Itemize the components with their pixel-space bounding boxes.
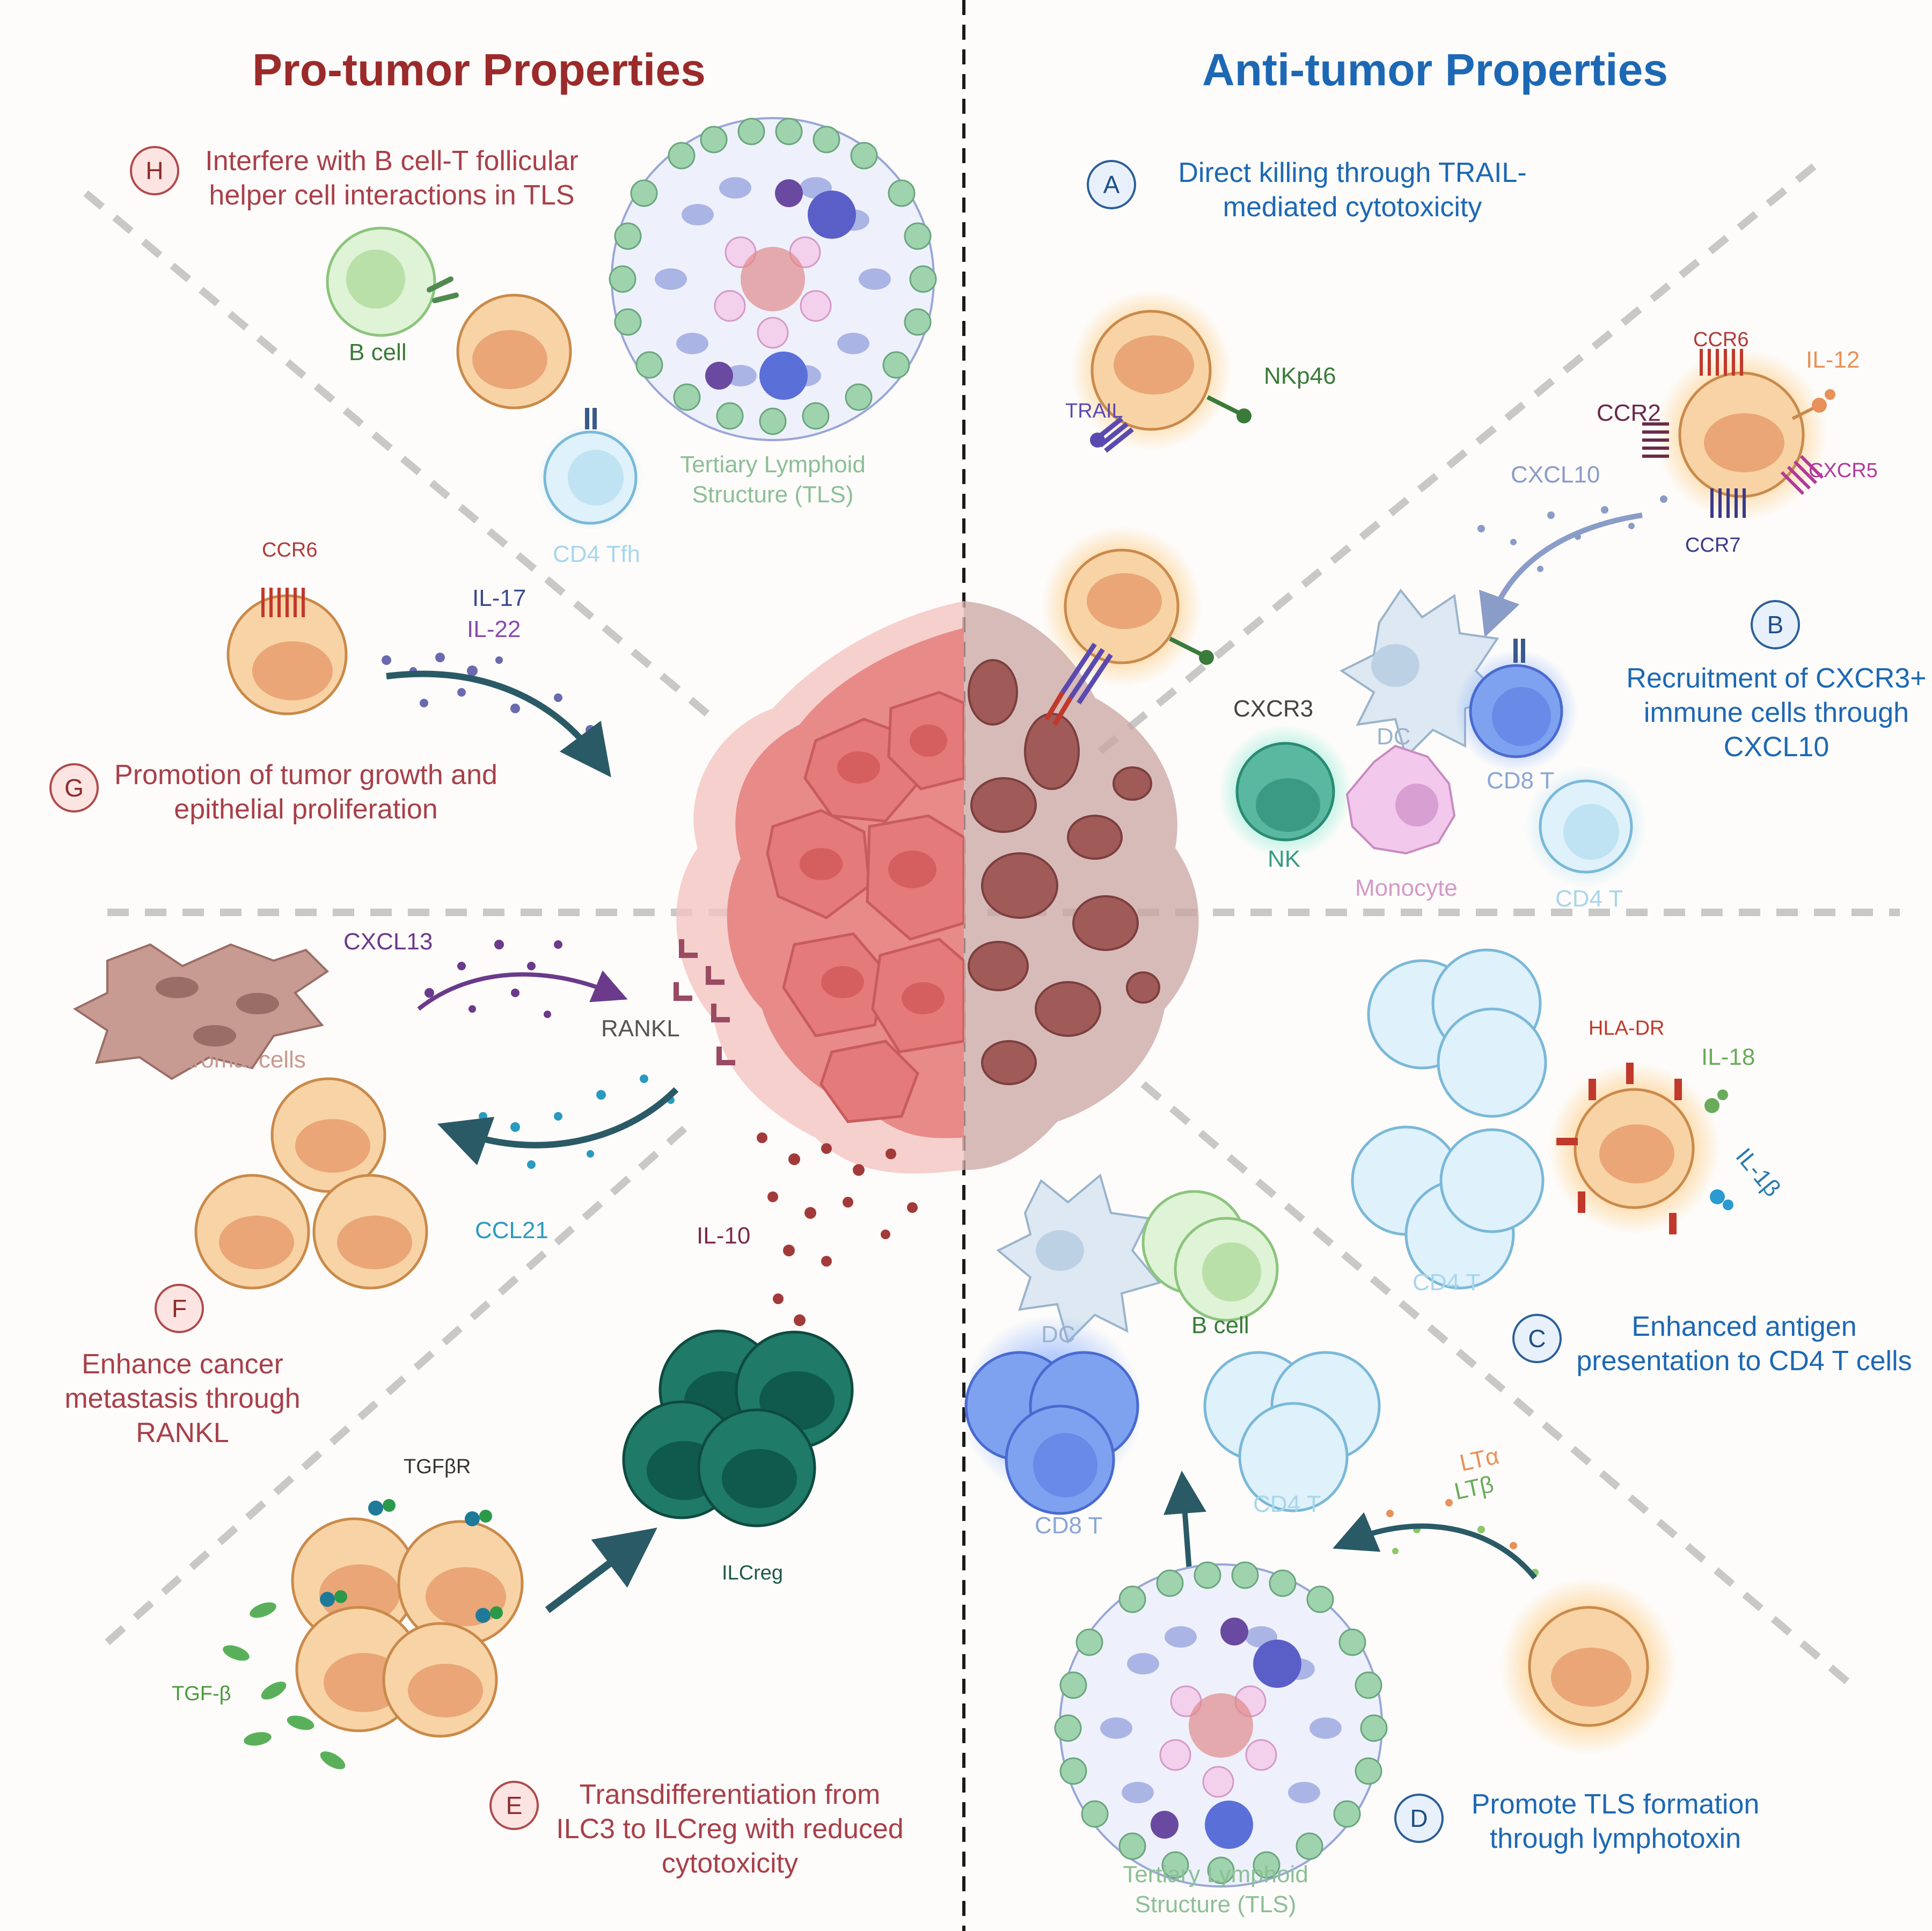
section-a-description: Direct killing through TRAIL-mediated cy…	[1178, 157, 1527, 223]
cytokine-dots-cxcl10	[1477, 495, 1667, 572]
b-cell-icon	[326, 226, 459, 337]
receptor-icon	[320, 1499, 503, 1623]
il18-label: IL-18	[1701, 1044, 1755, 1070]
trail-label: TRAIL	[1065, 400, 1123, 422]
il17-label: IL-17	[472, 585, 526, 611]
monocyte-icon	[1345, 744, 1456, 855]
nkp46-label: NKp46	[1264, 363, 1336, 389]
dendritic-cell-icon	[996, 1173, 1161, 1344]
ccl21-label: CCL21	[475, 1217, 548, 1244]
section-c-description: Enhanced antigen presentation to CD4 T c…	[1576, 1311, 1912, 1377]
nk-label: NK	[1268, 846, 1301, 872]
section-d-badge: D	[1394, 1794, 1444, 1843]
stromal-cells-label: Stromal cells	[171, 1047, 306, 1073]
nk-cell-icon	[1218, 725, 1352, 859]
cytokine-dots-lymphotoxin	[1386, 1499, 1539, 1576]
t-cell-icon	[1203, 1351, 1381, 1512]
cxcr5-label: CXCR5	[1809, 459, 1878, 482]
section-e-badge: E	[489, 1781, 539, 1830]
section-b-badge: B	[1751, 600, 1800, 649]
ilc3-cell-icon	[291, 1517, 524, 1738]
ccr2-label: CCR2	[1597, 400, 1661, 426]
cxcl10-label: CXCL10	[1511, 462, 1600, 488]
ilc3-cell-icon	[194, 1077, 428, 1290]
hla-dr-label: HLA-DR	[1589, 1017, 1665, 1040]
section-h-description: Interfere with B cell-T follicular helpe…	[205, 145, 579, 211]
tgf-beta-particles	[223, 1602, 346, 1769]
arrow-icon	[417, 970, 628, 1011]
tgfbr-label: TGFβR	[404, 1455, 471, 1478]
il22-label: IL-22	[467, 616, 521, 642]
arrow-icon	[386, 670, 611, 778]
dc-label-c: DC	[1041, 1321, 1075, 1348]
il10-label: IL-10	[697, 1223, 751, 1249]
ilcreg-cell-icon	[622, 1329, 854, 1527]
tumor-mass-icon	[676, 601, 1199, 1174]
b-cell-label-c: B cell	[1191, 1312, 1249, 1338]
ilc3-cell-icon	[226, 588, 348, 715]
t-cell-icon	[537, 408, 644, 531]
cd4t-label-b: CD4 T	[1555, 886, 1623, 912]
receptor-icon	[674, 939, 735, 1065]
cd4t-label-c: CD4 T	[1413, 1269, 1481, 1296]
cytokine-dots-il10	[757, 1132, 918, 1326]
section-g-description: Promotion of tumor growth and epithelial…	[114, 759, 497, 825]
section-e-description: Transdifferentiation from ILC3 to ILCreg…	[556, 1779, 904, 1879]
cd8t-label-b: CD8 T	[1487, 767, 1555, 794]
tgfb-label: TGF-β	[172, 1683, 231, 1705]
cd4t-label-d: CD4 T	[1253, 1491, 1321, 1517]
arrow-icon	[1333, 1512, 1537, 1580]
ilc3-cell-icon	[1500, 1578, 1677, 1755]
t-cell-icon	[1524, 765, 1648, 888]
cytokine-dots-cxcl13	[425, 940, 562, 1018]
ilc3-cell-icon	[1642, 349, 1835, 521]
anti-tumor-title: Anti-tumor Properties	[1202, 45, 1668, 95]
section-a-badge: A	[1087, 160, 1136, 209]
ccr7-label: CCR7	[1685, 534, 1741, 557]
tls-icon	[609, 117, 937, 441]
cxcr3-label: CXCR3	[1233, 696, 1314, 722]
rankl-label: RANKL	[601, 1015, 680, 1042]
t-cell-icon	[1351, 948, 1547, 1290]
ccr6-label-g: CCR6	[262, 539, 318, 561]
ilc3-cell-icon	[1071, 290, 1252, 453]
cd4-tfh-label: CD4 Tfh	[553, 541, 641, 567]
pro-tumor-title: Pro-tumor Properties	[252, 45, 706, 95]
ccr6-label-b: CCR6	[1693, 328, 1749, 351]
monocyte-label: Monocyte	[1355, 875, 1458, 901]
stromal-cell-icon	[73, 943, 330, 1080]
section-f-badge: F	[155, 1284, 204, 1333]
ilcreg-label: ILCreg	[722, 1562, 784, 1584]
t-cell-icon	[961, 1315, 1143, 1515]
section-g-badge: G	[49, 763, 99, 813]
tls-icon	[1054, 1561, 1388, 1888]
section-c-badge: C	[1512, 1314, 1562, 1363]
cxcl13-label: CXCL13	[343, 928, 433, 955]
arrow-icon	[437, 1087, 679, 1166]
section-f-description: Enhance cancer metastasis through RANKL	[64, 1349, 301, 1449]
b-cell-label-h: B cell	[349, 339, 407, 365]
tls-label-bottom: Tertiary Lymphoid Structure (TLS)	[1123, 1861, 1308, 1918]
b-cell-icon	[1141, 1190, 1279, 1322]
tls-label-top: Tertiary Lymphoid Structure (TLS)	[680, 451, 866, 508]
arrow-icon	[1479, 513, 1643, 638]
dc-label-b: DC	[1377, 723, 1411, 750]
dendritic-cell-icon	[1548, 1063, 1733, 1234]
section-d-description: Promote TLS formation through lymphotoxi…	[1471, 1789, 1760, 1854]
il12-label: IL-12	[1806, 347, 1860, 373]
section-h-badge: H	[130, 146, 179, 195]
cd8t-label-d: CD8 T	[1035, 1512, 1103, 1539]
ilc3-cell-icon	[1041, 526, 1214, 726]
cytokine-dots-ccl21	[479, 1074, 675, 1169]
arrow-icon	[545, 1527, 657, 1613]
ilc3-cell-icon	[456, 294, 572, 409]
t-cell-icon	[1454, 639, 1578, 773]
section-b-description: Recruitment of CXCR3+ immune cells throu…	[1626, 663, 1927, 763]
